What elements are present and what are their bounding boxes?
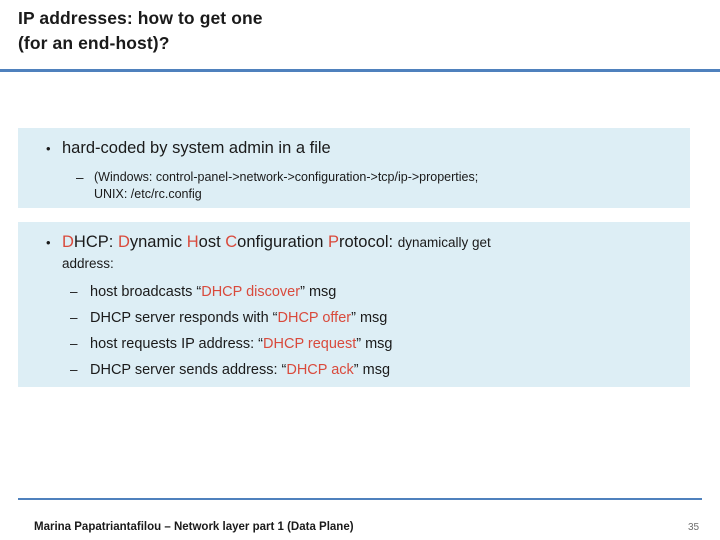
bullet-dhcp: • DHCP: Dynamic Host Configuration Proto…: [46, 232, 676, 274]
config-line-1: (Windows: control-panel->network->config…: [94, 170, 479, 184]
dhcp-r4: onfiguration: [237, 233, 328, 251]
dhcp-p: P: [328, 233, 340, 251]
dash-icon: –: [70, 362, 78, 377]
dhcp-r5: rotocol:: [339, 233, 398, 251]
dhcp-d1: D: [62, 233, 74, 251]
dhcp-d2: D: [117, 233, 130, 251]
title-line-1: IP addresses: how to get one: [18, 8, 263, 28]
title-divider: [0, 69, 720, 72]
dash-icon: –: [70, 310, 78, 325]
bullet-dhcp-label: DHCP: Dynamic Host Configuration Protoco…: [62, 232, 491, 274]
dash-icon: –: [70, 336, 78, 351]
bullet-hard-coded: • hard-coded by system admin in a file: [46, 138, 666, 159]
footer-label: Marina Papatriantafilou – Network layer …: [34, 521, 354, 533]
dhcp-r3: ost: [198, 233, 226, 251]
list-item: – host broadcasts “DHCP discover” msg: [70, 283, 670, 302]
bullet-dot-icon: •: [46, 235, 51, 250]
footer-divider: [18, 498, 702, 500]
content-panel-1: [18, 128, 690, 208]
dhcp-h: H: [186, 233, 199, 251]
dhcp-address-line: address:: [62, 256, 114, 272]
bullet-dot-icon: •: [46, 141, 51, 156]
list-item: – DHCP server responds with “DHCP offer”…: [70, 309, 670, 328]
dhcp-step-2-post: ” msg: [351, 310, 388, 326]
list-item: – DHCP server sends address: “DHCP ack” …: [70, 361, 670, 380]
bullet-hard-coded-label: hard-coded by system admin in a file: [62, 139, 331, 157]
title-line-2: (for an end-host)?: [18, 32, 170, 53]
dhcp-step-4-pre: DHCP server sends address: “: [90, 362, 287, 378]
content-panel-2: [18, 222, 690, 387]
dhcp-step-4-highlight: DHCP ack: [286, 362, 354, 378]
dhcp-step-3-pre: host requests IP address: “: [90, 336, 264, 352]
dash-icon: –: [76, 170, 84, 185]
dhcp-step-1-post: ” msg: [300, 284, 337, 300]
dhcp-step-4-post: ” msg: [353, 362, 391, 378]
page-title: IP addresses: how to get one (for an end…: [18, 6, 708, 56]
dash-icon: –: [70, 284, 78, 299]
dhcp-step-2-pre: DHCP server responds with “: [90, 310, 278, 326]
dhcp-step-1-pre: host broadcasts “: [90, 284, 202, 300]
page-number: 35: [688, 522, 700, 533]
dhcp-step-1: host broadcasts “DHCP discover” msg: [90, 283, 336, 302]
dhcp-step-2: DHCP server responds with “DHCP offer” m…: [90, 309, 387, 328]
dhcp-step-4: DHCP server sends address: “DHCP ack” ms…: [90, 361, 390, 380]
dhcp-c: C: [225, 233, 238, 251]
dhcp-step-2-highlight: DHCP offer: [277, 310, 352, 326]
dhcp-step-3: host requests IP address: “DHCP request”…: [90, 335, 393, 354]
list-item: – host requests IP address: “DHCP reques…: [70, 335, 670, 354]
dhcp-r2: ynamic: [129, 233, 187, 251]
dhcp-step-3-highlight: DHCP request: [263, 336, 357, 352]
dhcp-step-3-post: ” msg: [356, 336, 393, 352]
dhcp-step-1-highlight: DHCP discover: [201, 284, 301, 300]
config-line-2: UNIX: /etc/rc.config: [94, 186, 202, 201]
dhcp-r1: HCP:: [73, 233, 118, 251]
sub-bullet-config-file-text: (Windows: control-panel->network->config…: [94, 169, 478, 202]
dhcp-tail: dynamically get: [397, 235, 491, 250]
sub-bullet-config-file: – (Windows: control-panel->network->conf…: [76, 169, 676, 202]
